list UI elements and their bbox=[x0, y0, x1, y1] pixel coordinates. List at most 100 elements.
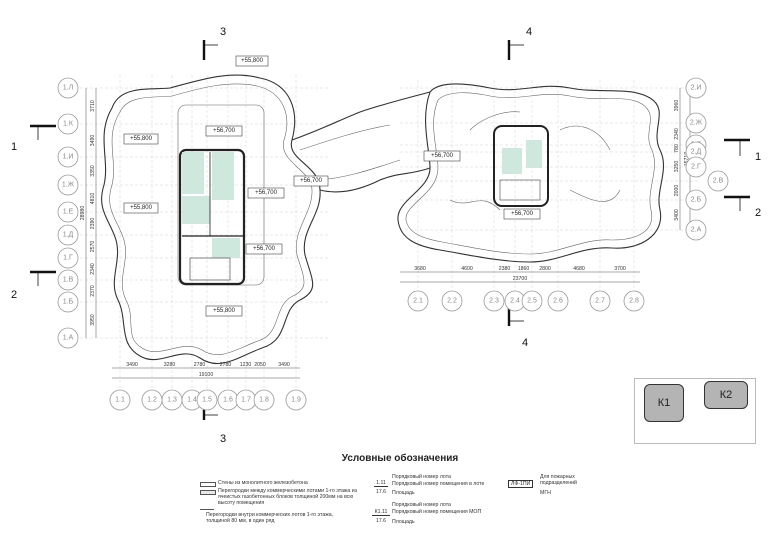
svg-text:1.Л: 1.Л bbox=[63, 85, 74, 92]
lot-label-area: 17.6 bbox=[375, 489, 387, 495]
section-1-left-label: 1 bbox=[11, 141, 17, 153]
mop-label-t3: Площадь bbox=[392, 519, 415, 525]
b1-left-dim-3: 4810 bbox=[90, 193, 96, 205]
elevation-b1-upper: +56,700 bbox=[213, 128, 236, 134]
elevation-b2-left: +56,700 bbox=[431, 153, 454, 159]
axis-row-1.Г: 1.Г bbox=[57, 247, 79, 269]
axis-col-2.7: 2.7 bbox=[589, 290, 611, 312]
axis-col-1.9: 1.9 bbox=[285, 389, 307, 411]
axis-row-1.Д: 1.Д bbox=[57, 224, 79, 246]
svg-text:2.3: 2.3 bbox=[489, 298, 499, 305]
b2-right-dim-3: 3250 bbox=[674, 161, 680, 173]
elevation-b1-right-lower: +56,700 bbox=[253, 246, 276, 252]
b1-bottom-dim-4: 1230 bbox=[240, 362, 252, 368]
axis-row-1.Л: 1.Л bbox=[57, 77, 79, 99]
axis-col-1.2: 1.2 bbox=[141, 389, 163, 411]
lot-label-t3: Площадь bbox=[392, 490, 415, 496]
mop-label-area: 17.6 bbox=[375, 518, 387, 524]
svg-text:2.Ж: 2.Ж bbox=[690, 120, 703, 127]
key-plan-k2: К2 bbox=[704, 381, 748, 409]
grid-lines-b2 bbox=[400, 80, 700, 295]
axis-row-1.А: 1.А bbox=[57, 327, 79, 349]
b1-left-dim-total: 28980 bbox=[80, 206, 86, 221]
fire-text-2: подразделений bbox=[540, 480, 577, 486]
building-1-outline bbox=[101, 74, 321, 364]
b1-bottom-dim-total: 19100 bbox=[199, 372, 214, 378]
lot-label-t2: Порядковый номер помещения в лоте bbox=[392, 481, 485, 487]
b1-left-dim-1: 3490 bbox=[90, 135, 96, 147]
legend-partitions-200-text: Перегородки между коммерческими лотами 1… bbox=[218, 488, 358, 506]
section-markers: 3 3 4 4 1 1 2 2 bbox=[11, 26, 761, 445]
svg-text:1.Б: 1.Б bbox=[63, 299, 74, 306]
b1-left-dim-8: 3950 bbox=[90, 314, 96, 326]
key-plan bbox=[634, 378, 756, 444]
axis-row-2.Ж: 2.Ж bbox=[685, 112, 707, 134]
section-2-right-label: 2 bbox=[755, 207, 761, 219]
b1-left-dim-7: 2370 bbox=[90, 285, 96, 297]
legend-partitions-80-text: Перегородки внутри коммерческих лотов 1-… bbox=[206, 512, 334, 524]
legend-title: Условные обозначения bbox=[341, 453, 459, 464]
section-2-left-label: 2 bbox=[11, 289, 17, 301]
axis-col-1.7: 1.7 bbox=[235, 389, 257, 411]
b2-bottom-dim-4: 2800 bbox=[539, 266, 551, 272]
b1-left-dim-2: 3350 bbox=[90, 165, 96, 177]
b2-right-dim-0: 3960 bbox=[674, 100, 680, 112]
b1-bottom-dim-2: 2780 bbox=[194, 362, 206, 368]
svg-text:2.Б: 2.Б bbox=[691, 197, 702, 204]
b2-right-dim-4: 2000 bbox=[674, 185, 680, 197]
b2-bottom-dim-6: 3700 bbox=[614, 266, 626, 272]
svg-text:2.Д: 2.Д bbox=[691, 149, 702, 156]
svg-text:1.Д: 1.Д bbox=[63, 232, 74, 239]
key-plan-k1: К1 bbox=[644, 384, 684, 422]
legend-partitions-200-symbol bbox=[200, 490, 216, 495]
b2-right-dim-2: 780 bbox=[674, 144, 680, 153]
axis-col-1.6: 1.6 bbox=[217, 389, 239, 411]
axis-col-2.8: 2.8 bbox=[623, 290, 645, 312]
svg-text:2.А: 2.А bbox=[691, 227, 702, 234]
svg-text:1.К: 1.К bbox=[63, 121, 74, 128]
b1-left-dim-6: 2340 bbox=[90, 263, 96, 275]
svg-text:1.6: 1.6 bbox=[223, 397, 233, 404]
axis-row-2.Б: 2.Б bbox=[685, 189, 707, 211]
svg-text:1.А: 1.А bbox=[63, 335, 74, 342]
mop-label-t1: Порядковый номер лота bbox=[392, 502, 451, 508]
svg-text:2.2: 2.2 bbox=[447, 298, 457, 305]
section-3-top-label: 3 bbox=[220, 26, 226, 38]
b2-bottom-dim-0: 3680 bbox=[414, 266, 426, 272]
mgn-text: МГН bbox=[540, 490, 551, 496]
section-3-bottom-label: 3 bbox=[220, 433, 226, 445]
b1-bottom-dim-5: 2050 bbox=[254, 362, 266, 368]
svg-text:1.9: 1.9 bbox=[291, 397, 301, 404]
elevation-b2-lower: +56,700 bbox=[511, 211, 534, 217]
mop-label-number: К1.11 bbox=[372, 509, 390, 516]
svg-text:1.Ж: 1.Ж bbox=[62, 182, 75, 189]
svg-text:2.5: 2.5 bbox=[527, 298, 537, 305]
b2-right-dim-total: 15710 bbox=[684, 152, 690, 167]
elevation-b1-left-lower: +55,800 bbox=[130, 205, 153, 211]
svg-text:2.4: 2.4 bbox=[510, 298, 520, 305]
axis-row-2.И: 2.И bbox=[685, 77, 707, 99]
b2-right-dim-5: 3400 bbox=[674, 209, 680, 221]
svg-text:1.В: 1.В bbox=[63, 277, 74, 284]
b1-bottom-dim-6: 3490 bbox=[278, 362, 290, 368]
axis-col-2.3: 2.3 bbox=[483, 290, 505, 312]
b1-left-dim-0: 3710 bbox=[90, 100, 96, 112]
b1-bottom-dim-3: 2780 bbox=[220, 362, 232, 368]
svg-text:1.4: 1.4 bbox=[187, 397, 197, 404]
svg-text:1.2: 1.2 bbox=[147, 397, 157, 404]
b1-left-dim-4: 2390 bbox=[90, 218, 96, 230]
axis-col-1.3: 1.3 bbox=[161, 389, 183, 411]
svg-text:2.8: 2.8 bbox=[629, 298, 639, 305]
axis-row-2.В: 2.В bbox=[707, 170, 729, 192]
svg-text:2.1: 2.1 bbox=[413, 298, 423, 305]
axis-row-1.Б: 1.Б bbox=[57, 291, 79, 313]
b2-right-dim-1: 2340 bbox=[674, 128, 680, 140]
lot-label-t1: Порядковый номер лота bbox=[392, 474, 451, 480]
elevation-bridge: +56,700 bbox=[300, 178, 323, 184]
axis-row-1.В: 1.В bbox=[57, 269, 79, 291]
section-1-right-label: 1 bbox=[755, 151, 761, 163]
svg-text:2.Г: 2.Г bbox=[691, 164, 701, 171]
